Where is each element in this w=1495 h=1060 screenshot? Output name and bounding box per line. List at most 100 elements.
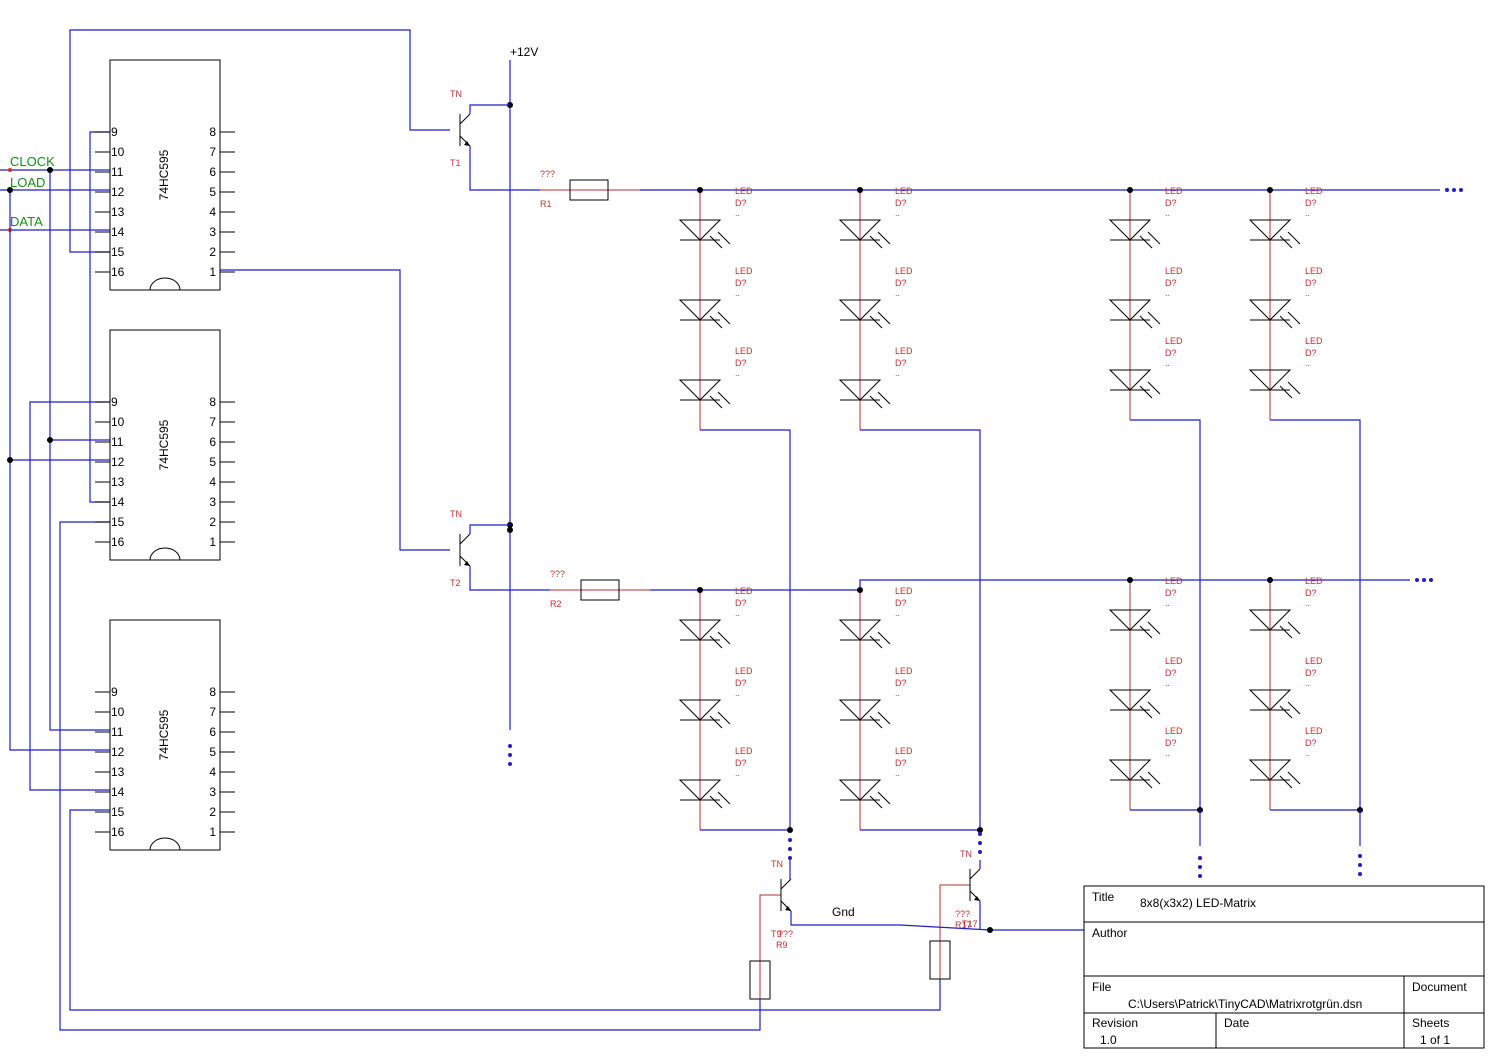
led-type: LED (895, 746, 913, 756)
continuation-dot (1198, 856, 1202, 860)
junction-dot (1127, 577, 1133, 583)
resistor-value: ??? (778, 929, 793, 939)
led-triangle (678, 219, 722, 241)
led-value: .. (735, 368, 740, 378)
pin-number: 14 (111, 225, 125, 239)
wire (939, 884, 970, 941)
pin-number: 12 (111, 185, 125, 199)
wire (49, 170, 110, 731)
junction-dot (47, 437, 53, 443)
pin-number: 14 (111, 495, 125, 509)
transistor-name: T1 (450, 158, 461, 168)
led-triangle (1108, 759, 1152, 781)
led-value: .. (895, 208, 900, 218)
continuation-dot (1198, 865, 1202, 869)
pin-number: 8 (209, 685, 216, 699)
chip-name: 74HC595 (157, 709, 171, 760)
led-name: D? (1305, 348, 1317, 358)
led-ray (1147, 701, 1161, 715)
led-ray (1147, 311, 1161, 325)
sheets-value: 1 of 1 (1420, 1033, 1450, 1047)
pin-number: 11 (111, 435, 124, 449)
led-triangle (1248, 759, 1292, 781)
led-ray (1287, 701, 1301, 715)
chip-name: 74HC595 (157, 149, 171, 200)
pin-number: 9 (111, 685, 118, 699)
led-triangle (838, 219, 882, 241)
pin-number: 13 (111, 205, 125, 219)
resistor-body (929, 940, 951, 980)
led-type: LED (895, 186, 913, 196)
led-triangle (1248, 609, 1292, 631)
pin-number: 14 (111, 785, 125, 799)
led-name: D? (1165, 668, 1177, 678)
led-name: D? (895, 198, 907, 208)
continuation-dot (1445, 188, 1449, 192)
led-triangle (678, 699, 722, 721)
led-ray (1139, 705, 1153, 719)
led-name: D? (735, 198, 747, 208)
led-ray (1287, 311, 1301, 325)
led-ray (717, 391, 731, 405)
pin-number: 8 (209, 395, 216, 409)
continuation-dot (978, 850, 982, 854)
transistor-name: T2 (450, 578, 461, 588)
junction-dot (7, 187, 13, 193)
pin-number: 10 (111, 415, 125, 429)
wire (220, 269, 450, 551)
transistor-name: T17 (962, 919, 978, 929)
led-name: D? (1165, 348, 1177, 358)
led-ray (709, 315, 723, 329)
pin-number: 1 (209, 535, 216, 549)
wire (860, 429, 981, 831)
date-label: Date (1224, 1016, 1250, 1030)
led-type: LED (1165, 186, 1183, 196)
led-value: .. (1305, 358, 1310, 368)
transistor-collector (969, 868, 981, 880)
led-value: .. (735, 688, 740, 698)
pin-number: 4 (209, 765, 216, 779)
led-value: .. (1165, 598, 1170, 608)
wire (59, 521, 761, 1031)
led-triangle (1108, 299, 1152, 321)
led-name: D? (1165, 588, 1177, 598)
wire (790, 911, 1084, 931)
led-type: LED (735, 346, 753, 356)
led-value: .. (1165, 358, 1170, 368)
junction-dot (47, 167, 53, 173)
junction-dot (1267, 577, 1273, 583)
wire (469, 104, 510, 114)
continuation-dot (1459, 188, 1463, 192)
wire (89, 131, 110, 503)
wire (1130, 419, 1201, 811)
led-ray (1279, 235, 1293, 249)
led-ray (709, 395, 723, 409)
file-value: C:\Users\Patrick\TinyCAD\Matrixrotgrün.d… (1128, 997, 1362, 1011)
led-type: LED (1305, 266, 1323, 276)
led-type: LED (1305, 336, 1323, 346)
pin-number: 8 (209, 125, 216, 139)
led-name: D? (1305, 588, 1317, 598)
wire (700, 429, 791, 831)
pin-number: 2 (209, 805, 216, 819)
continuation-dot (1358, 872, 1362, 876)
led-value: .. (735, 288, 740, 298)
led-ray (877, 711, 891, 725)
junction-dot (977, 827, 983, 833)
led-name: D? (735, 358, 747, 368)
led-triangle (838, 619, 882, 641)
led-ray (1279, 315, 1293, 329)
led-triangle (1248, 299, 1292, 321)
pin-number: 4 (209, 205, 216, 219)
chip-body (109, 329, 221, 561)
led-triangle (838, 699, 882, 721)
led-value: .. (1305, 598, 1310, 608)
transistor-collector (780, 878, 792, 890)
led-value: .. (1305, 288, 1310, 298)
led-value: .. (895, 608, 900, 618)
wires (0, 29, 1463, 1031)
title-block: Title 8x8(x3x2) LED-Matrix Author File C… (1083, 885, 1485, 1049)
wire (469, 524, 510, 534)
led-ray (717, 311, 731, 325)
